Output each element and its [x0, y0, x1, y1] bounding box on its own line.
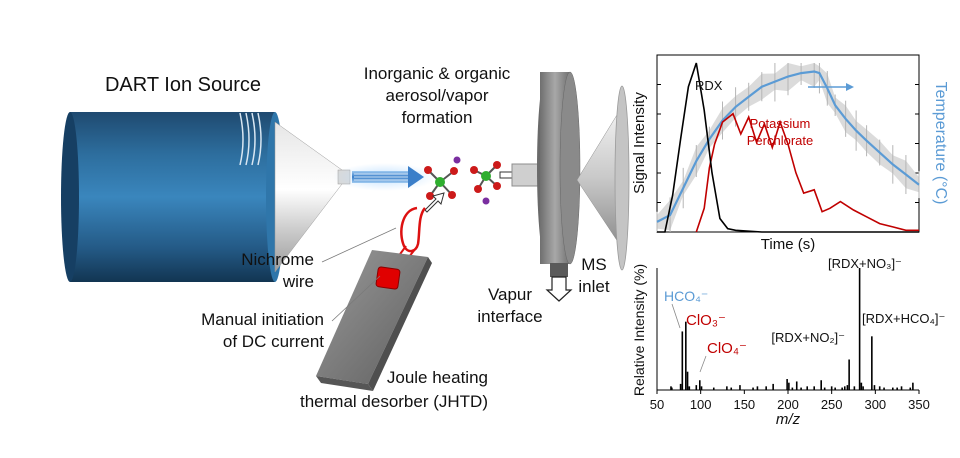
rdx-no3-peak-label: [RDX+NO₃]⁻ [828, 256, 902, 271]
molecule-right [470, 161, 501, 193]
hco4-peak-label: HCO₄⁻ [664, 288, 708, 304]
dart-cylinder-body [70, 112, 275, 282]
time-profile-chart: RDX Potassium Perchlorate Time (s) Signa… [631, 54, 949, 253]
ms-inlet-plate [614, 85, 630, 271]
time-axis-label: Time (s) [761, 236, 815, 253]
leader-lines [321, 227, 397, 322]
ms-inlet [576, 85, 630, 271]
spectrum-x-tick-label: 300 [864, 397, 886, 412]
rdx-hco4-peak-label: [RDX+HCO₄]⁻ [862, 311, 945, 326]
potassium-perchlorate-series-line [695, 112, 919, 233]
rdx-series-line [657, 62, 919, 233]
jhtd-label-line2: thermal desorber (JHTD) [300, 392, 488, 411]
leader-nichrome [321, 227, 397, 263]
temperature-series-line [656, 70, 920, 223]
temperature-axis-arrowhead [846, 83, 854, 91]
leader-manual [331, 275, 381, 322]
spectrum-x-tick-label: 150 [733, 397, 755, 412]
manual-initiation-button [375, 266, 401, 290]
dart-ion-source [61, 112, 437, 282]
nichrome-label-line1: Nichrome [241, 250, 314, 269]
jhtd-body-side [368, 257, 432, 391]
dart-heat-stripes [239, 112, 262, 166]
mass-spectrum-chart: 50 100 150 200 250 300 350 m/z Relative Intens… [631, 256, 945, 428]
spectrum-x-tick-label: 350 [908, 397, 930, 412]
vapur-pump-arrow [545, 276, 573, 302]
signal-intensity-axis-label: Signal Intensity [631, 92, 648, 194]
dart-title-label: DART Ion Source [105, 74, 261, 96]
time-chart-y-ticks [657, 84, 919, 203]
aerosol-label-line3: formation [402, 108, 473, 127]
manual-label-line2: of DC current [223, 332, 324, 351]
clo4-leader [699, 355, 707, 373]
dart-beam-arrowhead [408, 166, 424, 188]
spectrum-x-tick-label: 250 [821, 397, 843, 412]
clo3-peak-label: ClO₃⁻ [686, 312, 726, 329]
ms-inlet-cone [576, 109, 621, 246]
vapur-interface [511, 71, 581, 302]
jhtd-label-line1: Joule heating [387, 368, 488, 387]
rdx-no2-peak-label: [RDX+NO₂]⁻ [771, 330, 845, 345]
potassium-ion-top [453, 156, 461, 164]
spectrum-peaks [670, 268, 914, 390]
manual-label-line1: Manual initiation [201, 310, 324, 329]
mz-axis-label: m/z [776, 411, 801, 428]
potassium-ion-bottom [482, 197, 490, 205]
spectrum-x-ticks: 50 100 150 200 250 300 350 [650, 390, 930, 412]
aerosol-label-line1: Inorganic & organic [364, 64, 511, 83]
spectrum-x-tick-label: 200 [777, 397, 799, 412]
hco4-leader [671, 303, 681, 329]
spectrum-x-tick-label: 100 [690, 397, 712, 412]
spectrum-x-tick-label: 50 [650, 397, 664, 412]
ms-label-line1: MS [581, 255, 607, 274]
vapur-plate-front [559, 71, 581, 265]
perchlorate-annotation: Perchlorate [747, 133, 813, 148]
rdx-annotation: RDX [695, 78, 723, 93]
molecule-left [424, 166, 458, 200]
jhtd-body-top [316, 250, 428, 384]
vapur-pump-port [550, 263, 568, 277]
desorption-arrow [424, 192, 445, 213]
jhtd-body-bottom [316, 376, 373, 391]
temperature-axis-label: Temperature (°C) [932, 82, 949, 205]
dart-cylinder-end [61, 112, 79, 282]
nichrome-label-line2: wire [282, 272, 314, 291]
jhtd-device [316, 250, 432, 391]
dart-beam-lines [354, 173, 408, 181]
vapur-label-line1: Vapur [488, 285, 532, 304]
clo4-peak-label: ClO₄⁻ [707, 340, 747, 357]
peak-label-leaders [671, 303, 707, 373]
vapur-label-line2: interface [477, 307, 542, 326]
vapur-inlet-tube [511, 163, 539, 187]
nichrome-wire [400, 206, 427, 253]
ms-label-line2: inlet [578, 277, 609, 296]
aerosol-label-line2: aerosol/vapor [385, 86, 488, 105]
potassium-annotation: Potassium [750, 116, 811, 131]
relative-intensity-axis-label: Relative Intensity (%) [631, 264, 647, 396]
